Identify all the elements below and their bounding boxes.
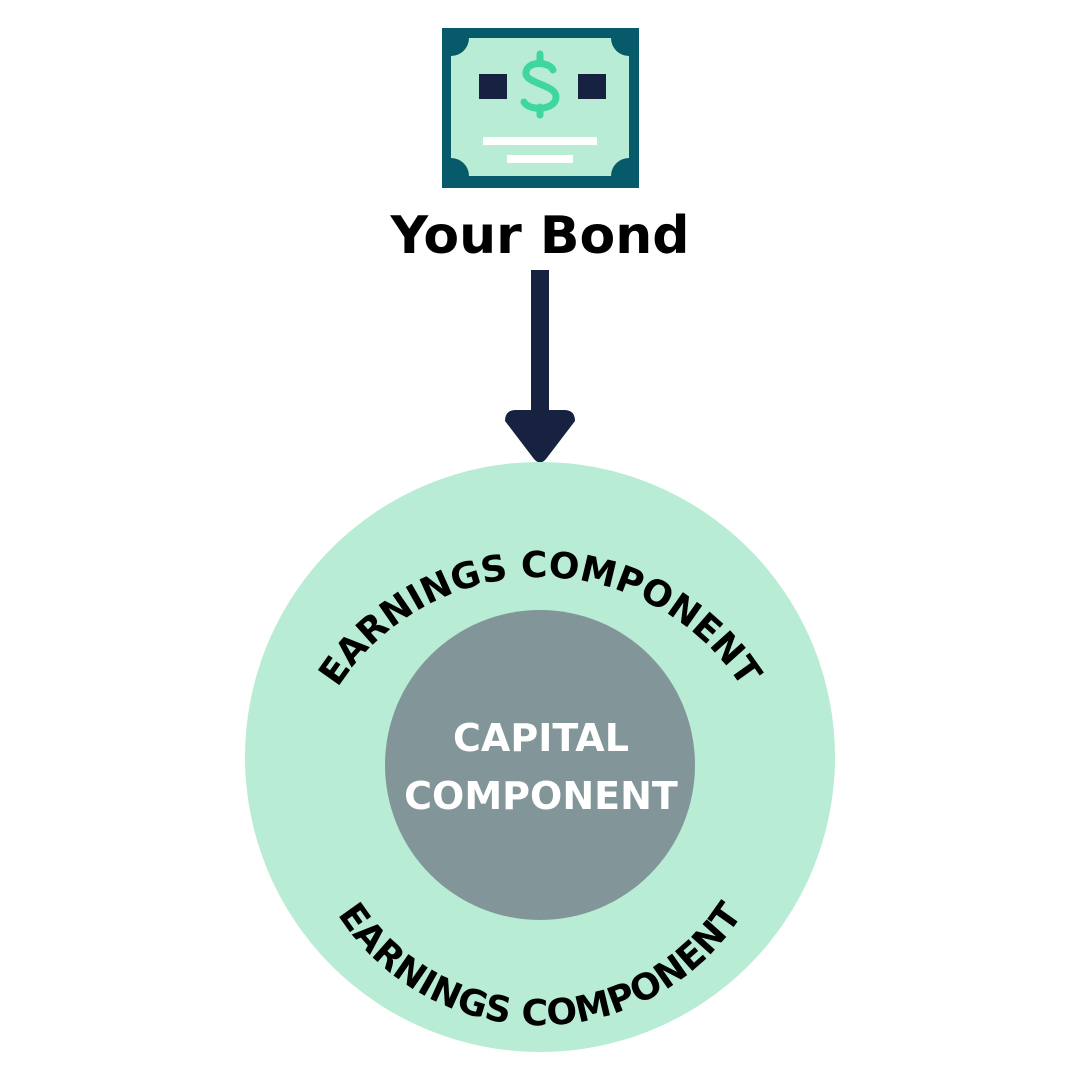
banknote-right-eye — [578, 74, 606, 99]
inner-capital-circle — [385, 610, 695, 920]
banknote-line-1 — [483, 137, 597, 145]
bond-banknote-icon — [442, 28, 639, 188]
diagram-title: Your Bond — [390, 206, 690, 266]
banknote-line-2 — [507, 155, 573, 163]
dollar-sign-icon — [520, 50, 560, 119]
capital-label-line2: COMPONENT — [404, 774, 678, 818]
banknote-left-eye — [479, 74, 507, 99]
capital-label-line1: CAPITAL — [453, 716, 629, 760]
down-arrow-icon — [505, 270, 575, 463]
